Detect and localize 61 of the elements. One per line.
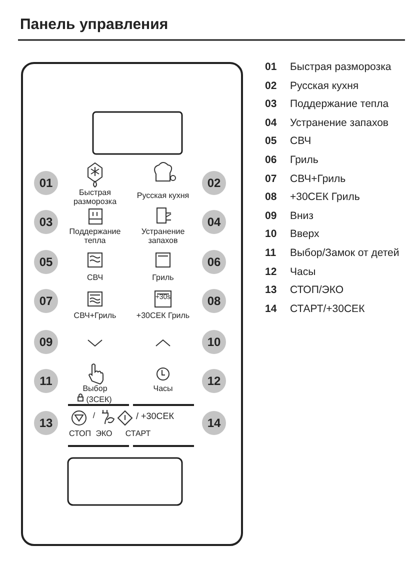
callout-number: 10	[202, 330, 226, 354]
list-text: Русская кухня	[290, 80, 360, 92]
callout-number: 09	[34, 330, 58, 354]
list-number: 09	[265, 210, 277, 222]
button-label: /	[92, 411, 96, 420]
button-label: +30СЕК Гриль	[135, 311, 191, 320]
list-number: 03	[265, 98, 277, 110]
list-text: Вниз	[290, 210, 314, 222]
list-number: 06	[265, 154, 277, 166]
list-text: СВЧ+Гриль	[290, 172, 347, 185]
list-text: Быстрая разморозка	[290, 61, 392, 74]
button-label: СВЧ+Гриль	[72, 311, 118, 320]
list-text: Выбор/Замок от детей	[290, 247, 400, 260]
list-number: 05	[265, 135, 277, 148]
list-number: 04	[265, 116, 277, 129]
callout-number: 07	[34, 289, 58, 313]
list-text: Устранение запахов	[290, 116, 390, 129]
button-label: СВЧ	[86, 273, 104, 282]
button-label: СТОП	[68, 429, 92, 438]
callout-number: 02	[202, 171, 226, 195]
callout-number: 08	[202, 289, 226, 313]
list-text: Гриль	[290, 154, 320, 166]
list-number: 01	[265, 61, 277, 74]
callout-number: 06	[202, 250, 226, 274]
button-label: Часы	[152, 384, 174, 394]
list-number: 08	[265, 191, 277, 204]
button-label: Быстрая разморозка	[72, 188, 118, 206]
list-text: Поддержание тепла	[290, 98, 390, 110]
button-label: Русская кухня	[136, 191, 190, 200]
callout-number: 01	[34, 171, 58, 195]
callout-number: 14	[202, 411, 226, 435]
button-label: (3СЕК)	[85, 395, 113, 404]
list-text: СВЧ	[290, 135, 312, 148]
list-text: Часы	[290, 266, 317, 278]
button-label: Устранение запахов	[140, 227, 186, 246]
button-label: ЭКО	[94, 429, 114, 438]
callout-number: 04	[202, 210, 226, 234]
button-label: Выбор	[82, 384, 108, 394]
list-text: СТОП/ЭКО	[290, 284, 345, 296]
callout-number: 11	[34, 369, 58, 393]
list-number: 13	[265, 284, 277, 296]
list-number: 11	[265, 247, 276, 260]
callout-number: 05	[34, 250, 58, 274]
button-label: Гриль	[151, 273, 175, 282]
button-label: Поддержание тепла	[68, 227, 122, 246]
list-number: 14	[265, 302, 277, 315]
button-label: СТАРТ	[124, 429, 152, 438]
display-window	[92, 111, 183, 155]
list-number: 07	[265, 172, 277, 185]
list-text: +30СЕК Гриль	[290, 191, 361, 204]
button-label: / +30СЕК	[136, 411, 176, 422]
title: Панель управления	[20, 16, 168, 34]
callout-number: 03	[34, 210, 58, 234]
list-text: Вверх	[290, 228, 320, 240]
list-number: 10	[265, 228, 277, 240]
callout-number: 13	[34, 411, 58, 435]
list-text: СТАРТ/+30СЕК	[290, 302, 366, 315]
list-number: 02	[265, 80, 277, 92]
list-number: 12	[265, 266, 277, 278]
callout-number: 12	[202, 369, 226, 393]
display-window	[67, 457, 183, 506]
